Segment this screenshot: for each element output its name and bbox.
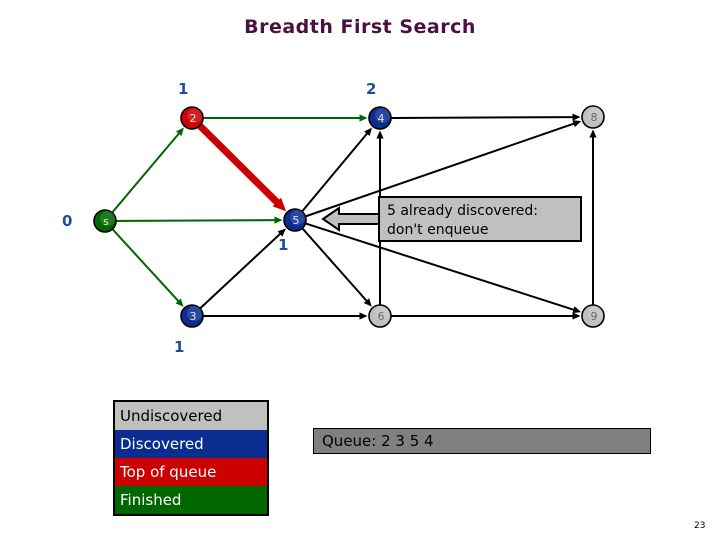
queue-status-bar: Queue: 2 3 5 4 — [313, 428, 651, 454]
node-label: 9 — [591, 310, 598, 323]
graph-edge-5-8 — [305, 120, 582, 218]
graph-edge-s-2 — [111, 127, 184, 213]
graph-node-s: s — [93, 209, 117, 233]
distance-label-5: 1 — [278, 236, 289, 254]
graph-node-9: 9 — [581, 304, 605, 328]
node-highlight — [187, 306, 202, 321]
distance-label-s: 0 — [62, 212, 73, 230]
node-label: 3 — [190, 310, 197, 323]
legend-row-top-of-queue: Top of queue — [115, 458, 267, 486]
callout-box: 5 already discovered: don't enqueue — [378, 196, 582, 242]
graph-edge-5-9 — [305, 222, 582, 314]
graph-edge-3-5 — [199, 228, 286, 309]
distance-label-3: 1 — [174, 338, 185, 356]
callout-arrow-shape — [321, 206, 381, 232]
node-highlight — [375, 108, 390, 123]
graph-edge-3-6 — [203, 312, 368, 320]
node-highlight — [375, 306, 390, 321]
graph-node-6: 6 — [368, 304, 392, 328]
node-highlight — [187, 108, 202, 123]
node-layer: s 2 3 5 4 6 8 9 — [93, 105, 605, 328]
node-label: 4 — [378, 112, 385, 125]
node-label: 5 — [293, 214, 300, 227]
legend-row-finished: Finished — [115, 486, 267, 514]
graph-edge-5-4 — [301, 127, 372, 212]
graph-edge-2-4 — [203, 114, 368, 122]
node-highlight — [588, 107, 603, 122]
page-number: 23 — [694, 521, 706, 531]
callout-arrow-tail — [321, 206, 381, 232]
graph-node-2: 2 — [180, 106, 204, 130]
node-label: s — [103, 215, 109, 228]
edge-layer — [111, 113, 597, 320]
node-highlight — [588, 306, 603, 321]
graph-node-3: 3 — [180, 304, 204, 328]
graph-node-4: 4 — [368, 106, 392, 130]
legend-row-undiscovered: Undiscovered — [115, 402, 267, 430]
callout-line-2: don't enqueue — [387, 222, 489, 239]
node-label: 2 — [190, 112, 197, 125]
callout-line-1: 5 already discovered: — [387, 203, 538, 219]
graph-node-5: 5 — [283, 208, 307, 232]
node-label: 8 — [591, 111, 598, 124]
node-highlight — [290, 210, 305, 225]
page-title: Breadth First Search — [244, 16, 476, 38]
graph-edge-s-3 — [112, 228, 184, 307]
graph-edge-6-9 — [391, 312, 581, 320]
legend-row-discovered: Discovered — [115, 430, 267, 458]
graph-edge-9-8 — [589, 129, 597, 305]
graph-edge-4-8 — [391, 113, 581, 121]
node-label: 6 — [378, 310, 385, 323]
node-highlight — [100, 211, 115, 226]
graph-edge-5-6 — [301, 227, 372, 307]
graph-edge-2-5 — [197, 123, 287, 212]
graph-edge-s-5 — [116, 216, 283, 224]
distance-label-4: 2 — [366, 80, 377, 98]
graph-node-8: 8 — [581, 105, 605, 129]
distance-label-2: 1 — [178, 80, 189, 98]
